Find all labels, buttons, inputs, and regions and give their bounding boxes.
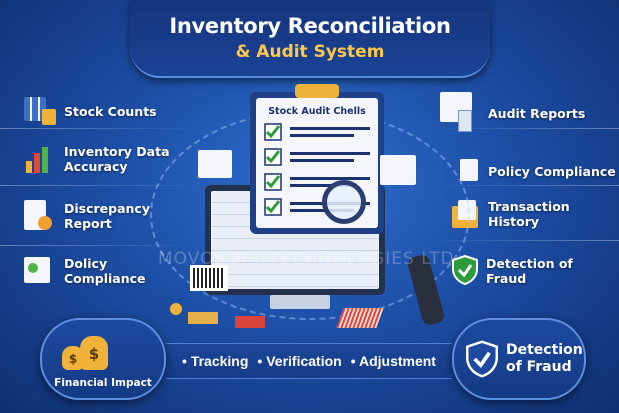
bullet-adjustment-text: Adjustment bbox=[358, 353, 436, 369]
left-item-label: Discrepancy Report bbox=[64, 201, 150, 231]
checklist-row bbox=[264, 123, 370, 141]
envelope-check-icon bbox=[380, 155, 418, 195]
checklist-lines bbox=[290, 127, 370, 137]
bullet-tracking-text: Tracking bbox=[190, 353, 249, 369]
watermark: MOVOSOFT TECHNOLOGIES LTD bbox=[158, 249, 455, 269]
checkbox-checked-icon bbox=[264, 148, 282, 166]
right-item-detection-of-fraud: Detection of Fraud bbox=[452, 254, 582, 287]
clipboard: Stock Audit Chells bbox=[250, 92, 384, 234]
financial-impact-card: $ $ Financial Impact bbox=[40, 318, 166, 400]
shield-check-icon bbox=[466, 340, 498, 378]
document-icon bbox=[198, 150, 232, 178]
stock-grid-icon bbox=[22, 95, 56, 127]
detection-fraud-card: Detection of Fraud bbox=[452, 318, 586, 400]
left-item-label: Dolicy Compliance bbox=[64, 256, 146, 286]
clipboard-clip bbox=[295, 84, 339, 98]
right-item-label: Transaction History bbox=[488, 199, 570, 229]
receipt-icon bbox=[336, 308, 384, 328]
clipboard-title: Stock Audit Chells bbox=[268, 106, 366, 117]
left-item-stock-counts: Stock Counts bbox=[22, 95, 157, 127]
bullet-verification: • Verification bbox=[257, 353, 342, 369]
cash-icon bbox=[188, 312, 218, 324]
checkbox-checked-icon bbox=[264, 123, 282, 141]
report-warning-icon bbox=[22, 200, 56, 232]
divider bbox=[0, 245, 200, 246]
cash-red-icon bbox=[235, 316, 265, 328]
coin-icon bbox=[170, 303, 182, 315]
checkbox-checked-icon bbox=[264, 173, 282, 191]
left-item-policy-compliance: Dolicy Compliance bbox=[22, 255, 172, 287]
right-item-policy-compliance: Policy Compliance bbox=[458, 155, 616, 187]
shield-check-icon bbox=[452, 254, 478, 287]
checklist-lines bbox=[290, 152, 370, 162]
right-item-label: Audit Reports bbox=[488, 105, 586, 121]
bullet-tracking: • Tracking bbox=[182, 353, 249, 369]
title-line2: & Audit System bbox=[235, 42, 385, 62]
money-bags-icon: $ $ bbox=[62, 332, 110, 372]
left-item-label: Inventory Data Accuracy bbox=[64, 144, 170, 174]
right-item-label: Detection of Fraud bbox=[486, 256, 573, 286]
right-item-transaction-history: Transaction History bbox=[452, 198, 619, 230]
policy-doc-icon bbox=[22, 255, 56, 287]
bullet-verification-text: Verification bbox=[266, 353, 342, 369]
checklist-row bbox=[264, 148, 370, 166]
checklist-row bbox=[264, 173, 370, 191]
right-item-audit-reports: Audit Reports bbox=[440, 92, 585, 134]
checklist-lines bbox=[290, 177, 370, 187]
left-item-data-accuracy: Inventory Data Accuracy bbox=[22, 143, 172, 175]
bullet-adjustment: • Adjustment bbox=[350, 353, 436, 369]
bullets-band: • Tracking • Verification • Adjustment bbox=[166, 343, 452, 379]
bar-chart-icon bbox=[22, 143, 56, 175]
report-calculator-icon bbox=[440, 92, 480, 134]
title-line1: Inventory Reconciliation bbox=[169, 14, 451, 38]
magnifier-icon bbox=[322, 180, 366, 224]
checkbox-checked-icon bbox=[264, 198, 282, 216]
title-banner: Inventory Reconciliation & Audit System bbox=[130, 0, 490, 78]
financial-impact-label: Financial Impact bbox=[54, 377, 152, 389]
right-item-label: Policy Compliance bbox=[488, 163, 616, 179]
left-item-discrepancy-report: Discrepancy Report bbox=[22, 200, 172, 232]
barcode-icon bbox=[190, 265, 228, 291]
divider bbox=[0, 185, 200, 186]
envelope-doc-icon bbox=[458, 155, 480, 187]
monitor-stand bbox=[270, 295, 330, 309]
left-item-label: Stock Counts bbox=[64, 103, 157, 119]
divider bbox=[0, 128, 200, 129]
detection-fraud-label: Detection of Fraud bbox=[506, 342, 583, 375]
